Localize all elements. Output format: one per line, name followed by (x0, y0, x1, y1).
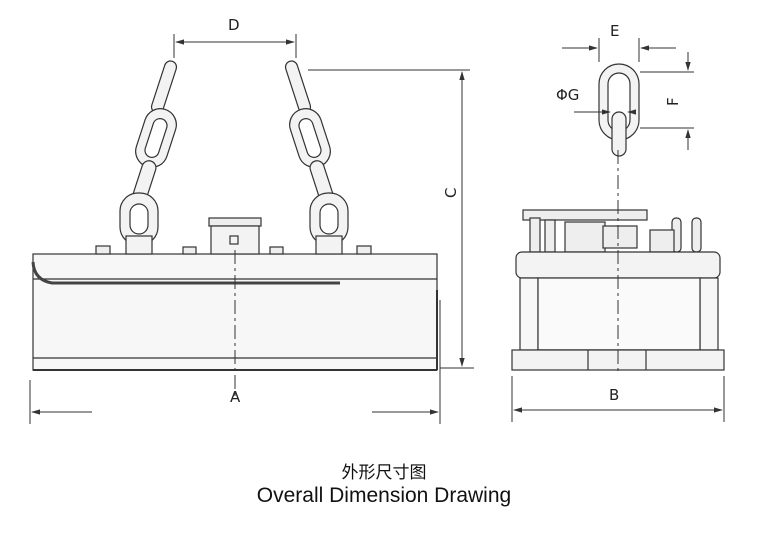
dim-e (562, 38, 676, 62)
label-a: A (230, 388, 241, 406)
dim-d (173, 34, 297, 58)
side-body (511, 251, 725, 371)
lifting-ring (598, 63, 640, 157)
label-d: D (228, 16, 240, 34)
right-chain (284, 60, 349, 255)
label-g: ΦG (556, 86, 579, 104)
label-c: C (442, 188, 460, 198)
caption-chinese: 外形尺寸图 (341, 463, 427, 483)
side-top-parts (522, 209, 702, 253)
label-f: F (664, 97, 682, 106)
top-bolts (95, 245, 372, 255)
label-b: B (609, 386, 619, 404)
terminal-box (208, 217, 262, 255)
side-view (511, 63, 725, 372)
dim-b (511, 376, 725, 422)
label-e: E (610, 22, 619, 40)
dim-c (308, 69, 474, 369)
caption-english: Overall Dimension Drawing (256, 484, 512, 507)
front-view (31, 60, 438, 400)
left-chain (119, 60, 178, 255)
dim-a (29, 300, 441, 424)
dim-f (640, 52, 694, 150)
